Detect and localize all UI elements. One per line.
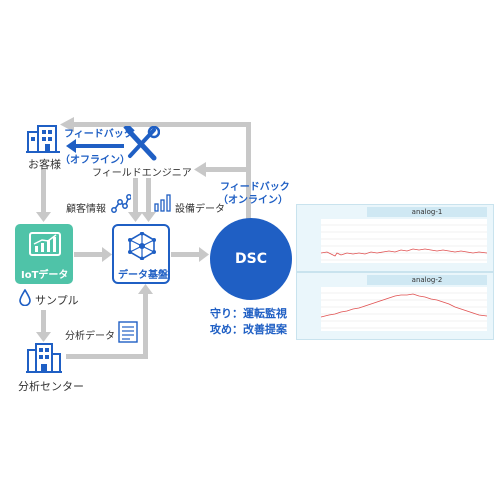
chart-2-plot <box>321 287 487 331</box>
field-engineer-label: フィールドエンジニア <box>92 168 192 179</box>
field-engineer-line <box>203 167 248 172</box>
network-hub-icon <box>128 232 156 260</box>
defense-label: 守り：運転監視 <box>210 307 287 320</box>
equipment-data-line <box>146 178 151 214</box>
customer-info-line <box>133 178 138 214</box>
dsc-label: DSC <box>235 251 267 267</box>
customer-info-label: 顧客情報 <box>66 204 106 215</box>
analysis-center-building-icon <box>26 343 62 373</box>
iot-to-platform-line <box>74 252 104 257</box>
equipment-data-arrowhead <box>141 212 156 222</box>
customer-to-iot-line <box>41 168 46 214</box>
platform-to-dsc-arrowhead <box>199 247 209 262</box>
iot-to-platform-arrowhead <box>102 247 112 262</box>
offense-label: 攻め：改善提案 <box>210 323 287 336</box>
chart-1-title: analog-1 <box>367 207 487 217</box>
analysis-arrowhead <box>138 284 153 294</box>
sample-line <box>41 310 46 334</box>
feedback-line-vertical <box>246 122 251 220</box>
equipment-data-label: 設備データ <box>175 204 225 215</box>
online-feedback-sublabel: （オンライン） <box>218 195 288 206</box>
customer-label: お客様 <box>28 158 61 171</box>
analog-chart-2: analog-2 <box>296 272 494 340</box>
document-icon <box>118 321 138 343</box>
water-drop-icon <box>19 289 31 306</box>
bar-chart-icon <box>154 194 171 212</box>
data-platform-node: データ基盤 <box>112 224 170 284</box>
chart-1-series-line <box>321 248 487 257</box>
offline-feedback-sublabel: （オフライン） <box>60 155 130 166</box>
offline-feedback-label: フィードバック <box>64 129 134 140</box>
chart-2-series-line <box>321 293 487 318</box>
tools-icon <box>123 126 160 161</box>
field-engineer-arrowhead <box>194 162 206 177</box>
feedback-line-top <box>70 122 251 127</box>
customer-building-icon <box>26 125 60 153</box>
customer-to-iot-arrowhead <box>36 212 51 222</box>
feedback-arrowhead <box>60 117 74 132</box>
platform-to-dsc-line <box>171 252 201 257</box>
chart-2-title: analog-2 <box>367 275 487 285</box>
iot-data-node: IoTデータ <box>15 224 73 284</box>
chart-1-plot <box>321 219 487 263</box>
offline-feedback-arrowhead <box>66 139 76 153</box>
online-feedback-label: フィードバック <box>220 182 290 193</box>
monitor-chart-icon <box>29 232 61 256</box>
customer-info-arrowhead <box>128 212 143 222</box>
analysis-center-label: 分析センター <box>18 380 84 393</box>
offline-feedback-line <box>74 144 124 148</box>
dsc-circle: DSC <box>210 218 292 300</box>
analysis-data-label: 分析データ <box>65 331 115 342</box>
analysis-line-horizontal <box>66 354 148 359</box>
analog-chart-1: analog-1 <box>296 204 494 272</box>
iot-data-label: IoTデータ <box>21 270 69 281</box>
data-platform-label: データ基盤 <box>118 270 168 281</box>
sample-arrowhead <box>36 332 51 342</box>
network-nodes-icon <box>111 194 131 213</box>
analysis-line-vertical <box>143 292 148 359</box>
sample-label: サンプル <box>35 294 79 307</box>
